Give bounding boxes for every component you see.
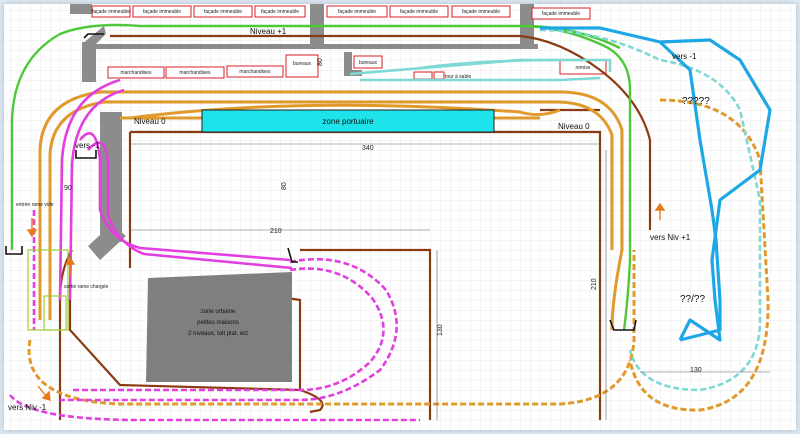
dimension-80-top: 80 xyxy=(317,58,324,66)
zone-urbaine-block xyxy=(146,272,292,382)
zone-urbaine-line-3: 2 niveaux, toit plat, ect xyxy=(188,331,248,337)
bureaux-label: bureaux xyxy=(359,60,378,66)
blue-sketch xyxy=(540,26,772,342)
bureaux-label: bureaux xyxy=(293,61,312,67)
facade-label: façade immeuble xyxy=(338,9,376,15)
facade-label: façade immeuble xyxy=(400,9,438,15)
zone-urbaine-line-1: zone urbaine xyxy=(201,309,236,315)
dimension-210-horizontal: 210 xyxy=(270,228,282,235)
dimension-90: 90 xyxy=(64,185,72,192)
zone-portuaire-block xyxy=(201,109,495,133)
facade-label: façade immeuble xyxy=(542,11,580,17)
sortie-rame-chargee-label: sortie rame chargée xyxy=(64,284,109,290)
zone-portuaire-label: zone portuaire xyxy=(322,117,374,126)
magenta-track xyxy=(8,78,420,422)
remise-label: remise xyxy=(575,65,590,71)
siding-boxes xyxy=(27,249,69,331)
marchandises-label: marchandises xyxy=(239,69,271,75)
facade-label: façade immeuble xyxy=(143,9,181,15)
niveau0-left-label: Niveau 0 xyxy=(134,117,166,126)
vers-niv-moins1-label: vers Niv -1 xyxy=(8,403,47,412)
facade-label: façade immeuble xyxy=(92,9,130,15)
vers-moins1-left-label: vers -1 xyxy=(75,141,100,150)
niveau-plus1-label: Niveau +1 xyxy=(250,27,287,36)
zone-urbaine-line-2: petites maisons xyxy=(197,320,239,326)
entree-rame-vide-label: entrée rame vide xyxy=(16,202,54,208)
facade-label: façade immeuble xyxy=(204,9,242,15)
facade-label: façade immeuble xyxy=(261,9,299,15)
marchandises-label: marchandises xyxy=(179,70,211,76)
vers-moins1-right-label: vers -1 xyxy=(672,52,697,61)
dimension-210-vertical: 210 xyxy=(591,278,598,290)
dimension-130-horizontal: 130 xyxy=(690,367,702,374)
cyan-track xyxy=(349,28,762,392)
dimension-80-middle: 80 xyxy=(281,182,288,190)
tour-a-sable-label: tour à sable xyxy=(445,74,471,80)
marchandises-label: marchandises xyxy=(120,70,152,76)
facade-label: façade immeuble xyxy=(462,9,500,15)
facade-boxes: façade immeuble façade immeuble façade i… xyxy=(91,5,607,80)
dimension-340: 340 xyxy=(362,145,374,152)
dimension-lines xyxy=(130,143,770,420)
bracket-markers xyxy=(5,33,637,331)
dimension-130-vertical: 130 xyxy=(437,324,444,336)
vers-niv-plus1-label: vers Niv +1 xyxy=(650,233,691,242)
orange-arrows xyxy=(26,202,666,401)
question-top-label: ????? xyxy=(682,96,710,107)
question-bottom-label: ??/?? xyxy=(680,294,705,305)
niveau0-right-label: Niveau 0 xyxy=(558,122,590,131)
